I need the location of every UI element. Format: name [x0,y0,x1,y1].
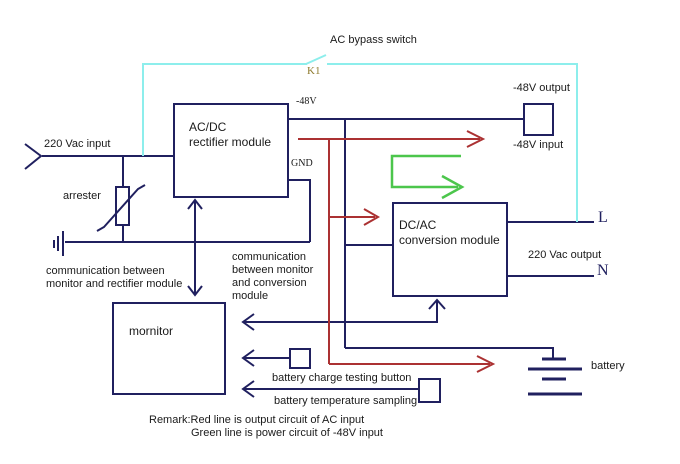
gnd-label: GND [291,158,313,169]
ac-bypass-switch-label: AC bypass switch [330,34,417,46]
battery-icon [528,357,582,396]
k1-label: K1 [307,65,321,77]
ac-input-label: 220 Vac input [44,138,111,150]
remark-line1: Remark:Red line is output circuit of AC … [149,414,365,426]
battery-label: battery [591,360,625,372]
comm-conversion-up-arrowhead [428,298,446,310]
remark-line2: Green line is power circuit of -48V inpu… [191,427,383,439]
neg48v-label: -48V [296,96,317,107]
comm-rectifier-up-arrowhead [187,198,203,210]
neg48v-output-label: -48V output [513,82,570,94]
arrester-label: arrester [63,190,101,202]
dcac-conversion-module-box [392,202,508,297]
red-top-arrowhead [466,130,486,148]
comm-rectifier-label: communication between monitor and rectif… [46,265,183,290]
temp-sampling-arrowhead [241,380,255,398]
ac-input-arrow [24,143,43,170]
charge-button-arrowhead [241,349,255,367]
green-power-wire [390,154,461,189]
gnd-port-wire [288,179,311,242]
green-power-arrowhead [441,174,465,200]
line-l-label: L [598,209,608,226]
charge-button-box [289,348,311,369]
red-bottom-arrowhead [476,355,496,373]
monitor-label: mornitor [129,324,174,338]
k1-switch-blade [305,54,327,65]
temp-sampling-label: battery temperature sampling [274,395,418,407]
acdc-rectifier-module-box [173,103,289,198]
line-n-label: N [597,262,609,279]
charge-button-label: battery charge testing button [272,372,412,384]
neg48v-input-label: -48V input [513,139,564,151]
temp-sampling-box [418,378,441,403]
ac-output-label: 220 Vac output [528,249,602,261]
neg48v-io-box [523,103,554,136]
red-to-dcac-arrowhead [363,208,381,226]
varistor-diagonal [96,184,146,232]
bypass-wire-right [327,63,578,222]
monitor-box [112,302,226,395]
acdc-module-label: AC/DC rectifier module [189,120,272,149]
comm-conversion-label: communication between monitor and conver… [232,251,314,302]
ground-icon [53,231,64,256]
bypass-wire-left [142,63,307,156]
comm-conversion-left-arrowhead [241,313,255,331]
comm-conversion-wire [243,300,438,323]
battery-feed-wire [345,347,554,358]
dcac-module-label: DC/AC conversion module [399,218,500,247]
comm-rectifier-down-arrowhead [187,285,203,297]
